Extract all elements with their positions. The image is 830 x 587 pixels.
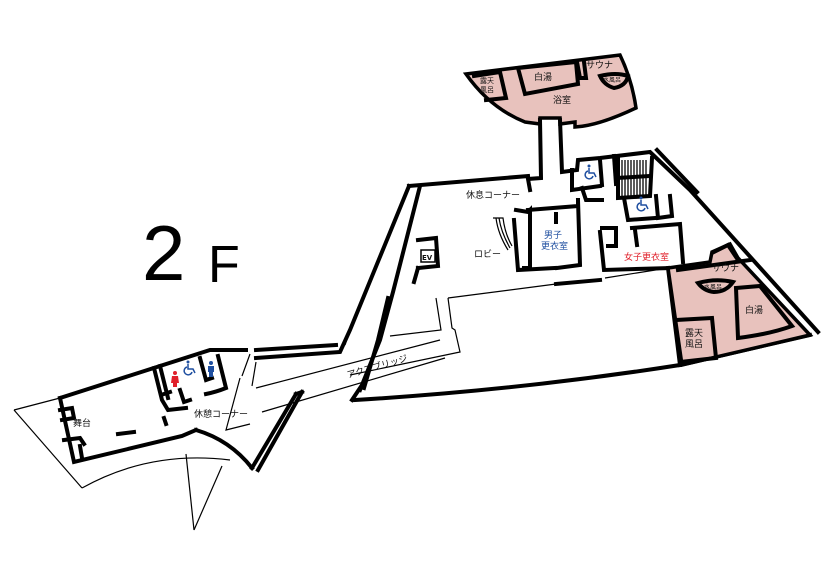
female-icon — [171, 371, 179, 387]
accessible-toilet-lower[interactable] — [636, 196, 649, 212]
rest-corner-upper-label: 休息コーナー — [466, 189, 520, 201]
accessible-toilet-upper[interactable] — [584, 164, 597, 180]
wheelchair-icon — [584, 164, 597, 180]
white-bath-right-label: 白湯 — [745, 304, 763, 316]
stage-label: 舞台 — [73, 417, 91, 429]
elevator-label: EV — [422, 254, 433, 262]
floor-number: 2 — [142, 209, 185, 297]
white-bath-label: 白湯 — [534, 71, 552, 83]
male-icon — [208, 361, 214, 377]
sauna-label: サウナ — [586, 60, 613, 71]
floor-label: 2 F — [142, 209, 240, 297]
female-toilet[interactable] — [171, 371, 179, 387]
womens-locker-label: 女子更衣室 — [624, 251, 669, 263]
mens-locker-label-2: 更衣室 — [541, 240, 568, 252]
elevator[interactable]: EV — [415, 235, 441, 271]
floor-suffix: F — [208, 236, 240, 294]
outdoor-bath-label-2: 風呂 — [480, 86, 494, 94]
lobby-label: ロビー — [474, 249, 501, 260]
accessible-toilet-left[interactable] — [183, 360, 196, 376]
cold-bath-label: 水風呂 — [603, 76, 621, 84]
bathroom-label: 浴室 — [553, 94, 571, 106]
sauna-right-label: サウナ — [712, 263, 739, 274]
outdoor-bath-label-1: 露天 — [480, 77, 494, 85]
cold-bath-right-label: 水風呂 — [704, 283, 722, 291]
outdoor-bath-right-label-1: 露天 — [685, 328, 703, 339]
rest-corner-lower-label: 休憩コーナー — [194, 408, 248, 420]
wheelchair-icon — [183, 360, 196, 376]
mens-locker-label-1: 男子 — [544, 230, 562, 241]
wheelchair-icon — [636, 196, 649, 212]
male-toilet[interactable] — [208, 361, 214, 377]
bath-area-right[interactable]: サウナ 水風呂 白湯 露天 風呂 — [666, 241, 814, 368]
bath-area-top[interactable]: 露天 風呂 白湯 サウナ 水風呂 浴室 — [462, 53, 638, 129]
outdoor-bath-right-label-2: 風呂 — [685, 339, 703, 350]
